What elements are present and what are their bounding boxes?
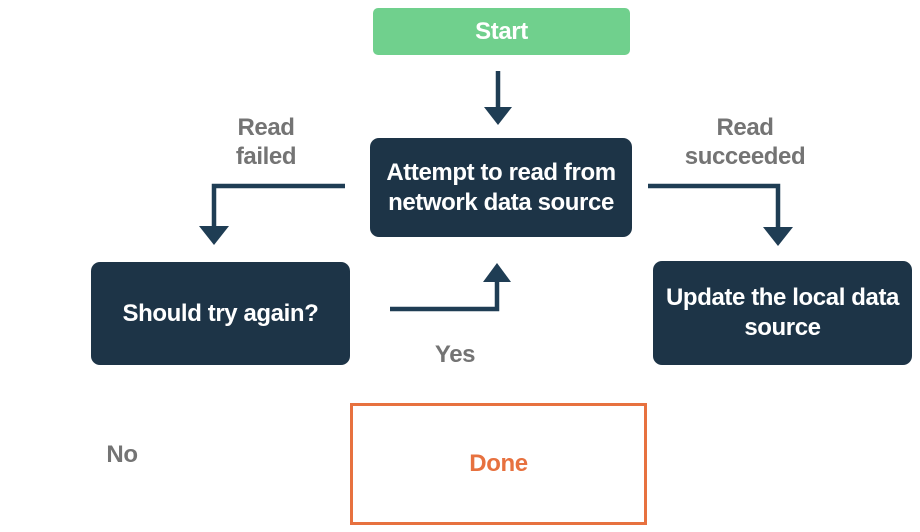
attempt-read-node: Attempt to read from network data source — [370, 138, 632, 237]
read-succeeded-arrow — [648, 183, 793, 246]
done-node: Done — [350, 403, 647, 525]
yes-arrow — [390, 263, 511, 312]
update-local-data-node: Update the local data source — [653, 261, 912, 365]
read-failed-arrow — [199, 183, 345, 245]
read-succeeded-label: Read succeeded — [684, 114, 806, 170]
no-label: No — [106, 441, 138, 468]
start-to-attempt-arrow — [484, 71, 512, 125]
read-failed-label: Read failed — [235, 114, 297, 170]
should-try-again-node: Should try again? — [91, 262, 350, 365]
start-node: Start — [373, 8, 630, 55]
yes-label: Yes — [434, 341, 476, 368]
